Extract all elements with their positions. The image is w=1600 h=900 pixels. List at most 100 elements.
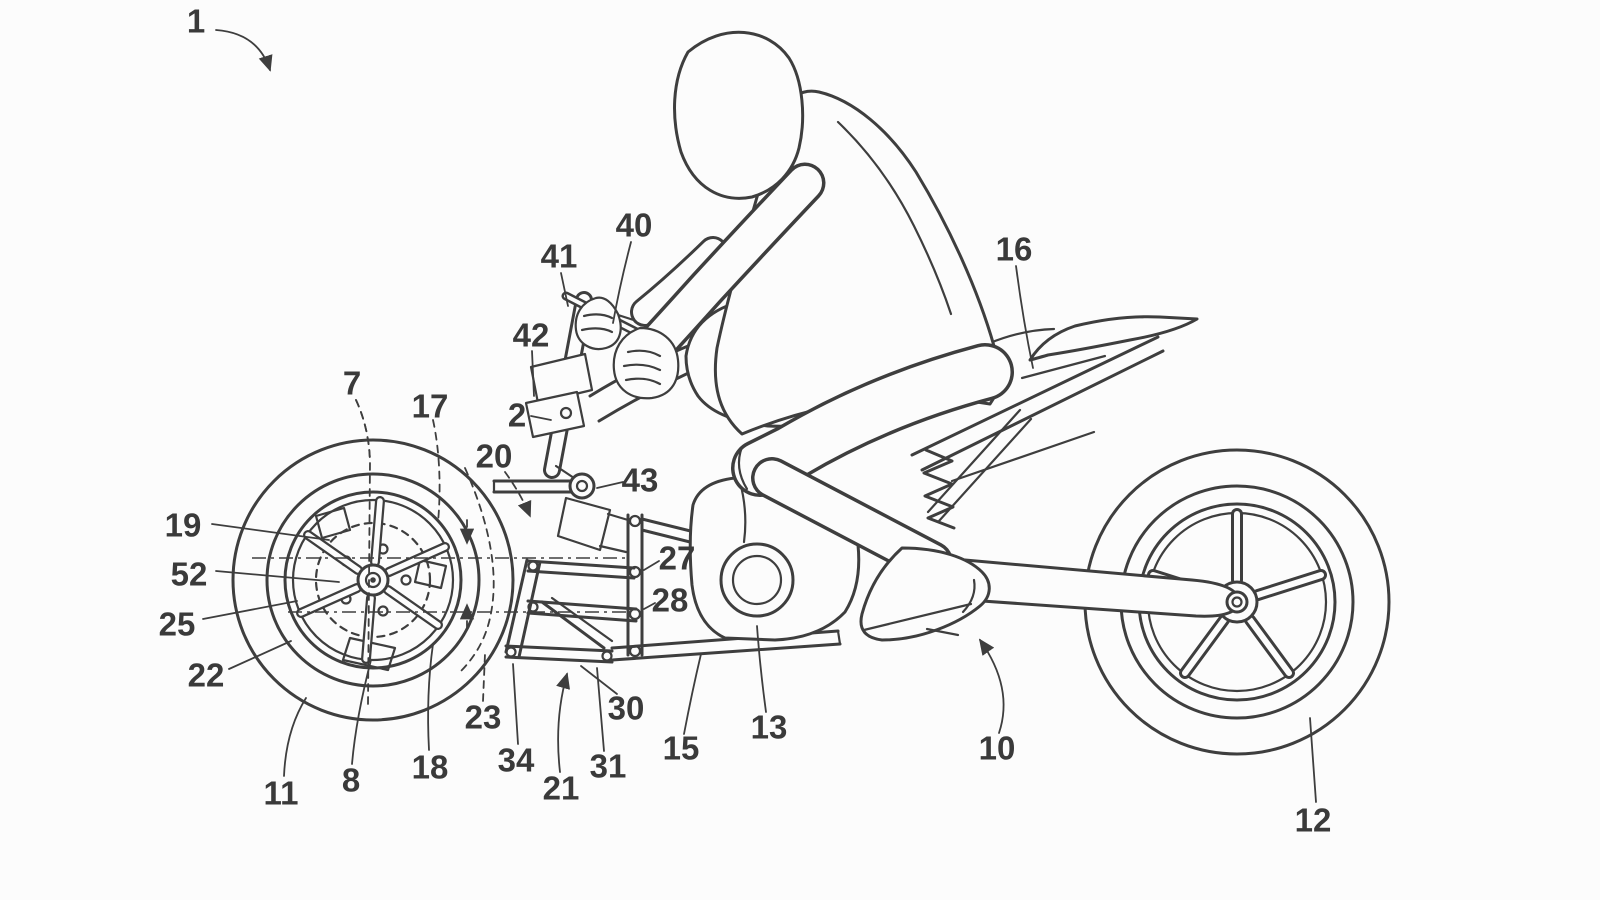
shock-body-left	[926, 408, 1022, 514]
ref-label-43: 43	[622, 462, 659, 499]
bottom-rail-bottom	[610, 642, 842, 662]
left-glove	[574, 296, 622, 351]
rear-spokes	[1147, 508, 1327, 679]
seat-line	[988, 327, 1056, 345]
leader-22	[228, 640, 292, 670]
clamp-bolt	[559, 406, 573, 420]
leader-34	[512, 663, 519, 745]
ref-label-23: 23	[465, 699, 502, 736]
leader-42	[531, 350, 535, 397]
leader-2	[530, 415, 552, 421]
ref-label-31: 31	[590, 748, 627, 785]
subframe-tube-lower	[920, 349, 1165, 472]
leader-27	[643, 560, 660, 571]
front-suspension	[492, 291, 653, 664]
ref-label-16: 16	[996, 231, 1033, 268]
ref-label-10: 10	[979, 730, 1016, 767]
rider-helmet	[673, 30, 805, 200]
boot-sole	[862, 602, 973, 632]
ref-label-2: 2	[508, 397, 526, 434]
leader-31	[596, 667, 605, 752]
bottom-rail-cap	[836, 629, 842, 646]
leader-lines	[202, 29, 1317, 803]
shock-body-right	[937, 417, 1033, 523]
leader-30	[580, 665, 618, 695]
tail-assembly	[910, 315, 1199, 530]
steering-knuckle	[556, 496, 612, 552]
front-wheel	[231, 438, 515, 722]
linkage-arms	[504, 558, 638, 664]
arrow-20	[504, 471, 532, 518]
leader-28	[643, 602, 656, 610]
leader-8	[351, 659, 372, 765]
linkage-upright-right	[626, 513, 644, 658]
ref-label-30: 30	[608, 690, 645, 727]
tail-cowl	[1028, 315, 1199, 362]
arrow-10	[978, 638, 1005, 734]
front-axle-dot	[370, 577, 376, 583]
rear-axle-bolt	[1231, 596, 1243, 608]
front-brake-disc	[314, 521, 432, 639]
ref-label-21: 21	[543, 770, 580, 807]
rider-boot	[859, 546, 991, 642]
shock-spring	[922, 448, 956, 530]
brake-caliper	[314, 506, 448, 672]
arrow-1	[215, 29, 273, 72]
rider-thigh-fill	[734, 346, 1011, 494]
ref-label-15: 15	[663, 730, 700, 767]
leader-41	[560, 272, 569, 307]
ref-label-42: 42	[513, 317, 550, 354]
tail-underline	[1020, 354, 1107, 380]
subframe-tube-upper	[910, 335, 1160, 457]
ref-label-11: 11	[264, 775, 299, 812]
ball-joint-center	[575, 479, 589, 493]
leader-11	[283, 697, 307, 777]
leader-43	[596, 481, 624, 489]
knuckle-link-upper	[606, 512, 630, 522]
right-glove	[612, 326, 680, 400]
arrow-21	[556, 672, 571, 773]
knuckle-link-lower	[598, 544, 628, 554]
ref-label-19: 19	[165, 507, 202, 544]
reference-labels: 1 2 7 8 10 11 12 13 15 16 17 18 19 20 21…	[159, 3, 1332, 839]
ref-label-41: 41	[541, 238, 578, 275]
leader-23	[482, 653, 486, 702]
ref-label-18: 18	[412, 749, 449, 786]
engine-cover-outer	[719, 542, 795, 618]
rider	[574, 30, 1014, 642]
ref-label-1: 1	[187, 3, 205, 40]
leader-12	[1309, 717, 1317, 803]
ref-label-40: 40	[616, 207, 653, 244]
rider-arm-far-fill	[633, 239, 725, 324]
leader-18	[427, 643, 434, 751]
ref-label-13: 13	[751, 709, 788, 746]
ghost-arc	[457, 467, 495, 675]
stem-clamp-upper	[529, 352, 594, 405]
engine-cover-inner	[731, 554, 783, 606]
rear-axle	[1225, 590, 1249, 614]
front-hub-inner	[364, 571, 382, 589]
stem-link	[554, 464, 576, 480]
ref-label-27: 27	[659, 540, 696, 577]
front-spokes	[296, 496, 450, 664]
ref-label-8: 8	[342, 762, 360, 799]
leader-19	[211, 523, 330, 541]
leader-13	[756, 625, 767, 713]
front-rim-inner	[291, 498, 455, 662]
leader-16	[1015, 265, 1034, 369]
leader-25	[202, 600, 298, 620]
stem-clamp-lower	[524, 390, 586, 439]
ref-label-20: 20	[476, 438, 513, 475]
leader-52	[215, 570, 340, 583]
leader-40	[612, 241, 632, 324]
ref-label-12: 12	[1295, 802, 1332, 839]
ref-label-34: 34	[498, 742, 535, 779]
ref-label-28: 28	[652, 582, 689, 619]
leader-15	[683, 653, 702, 735]
rider-arm-near-fill	[642, 166, 822, 358]
tie-rod-ball-joint	[568, 472, 596, 500]
leader-7	[355, 399, 371, 463]
footpeg	[925, 627, 960, 637]
boot-heel-line	[961, 578, 976, 614]
